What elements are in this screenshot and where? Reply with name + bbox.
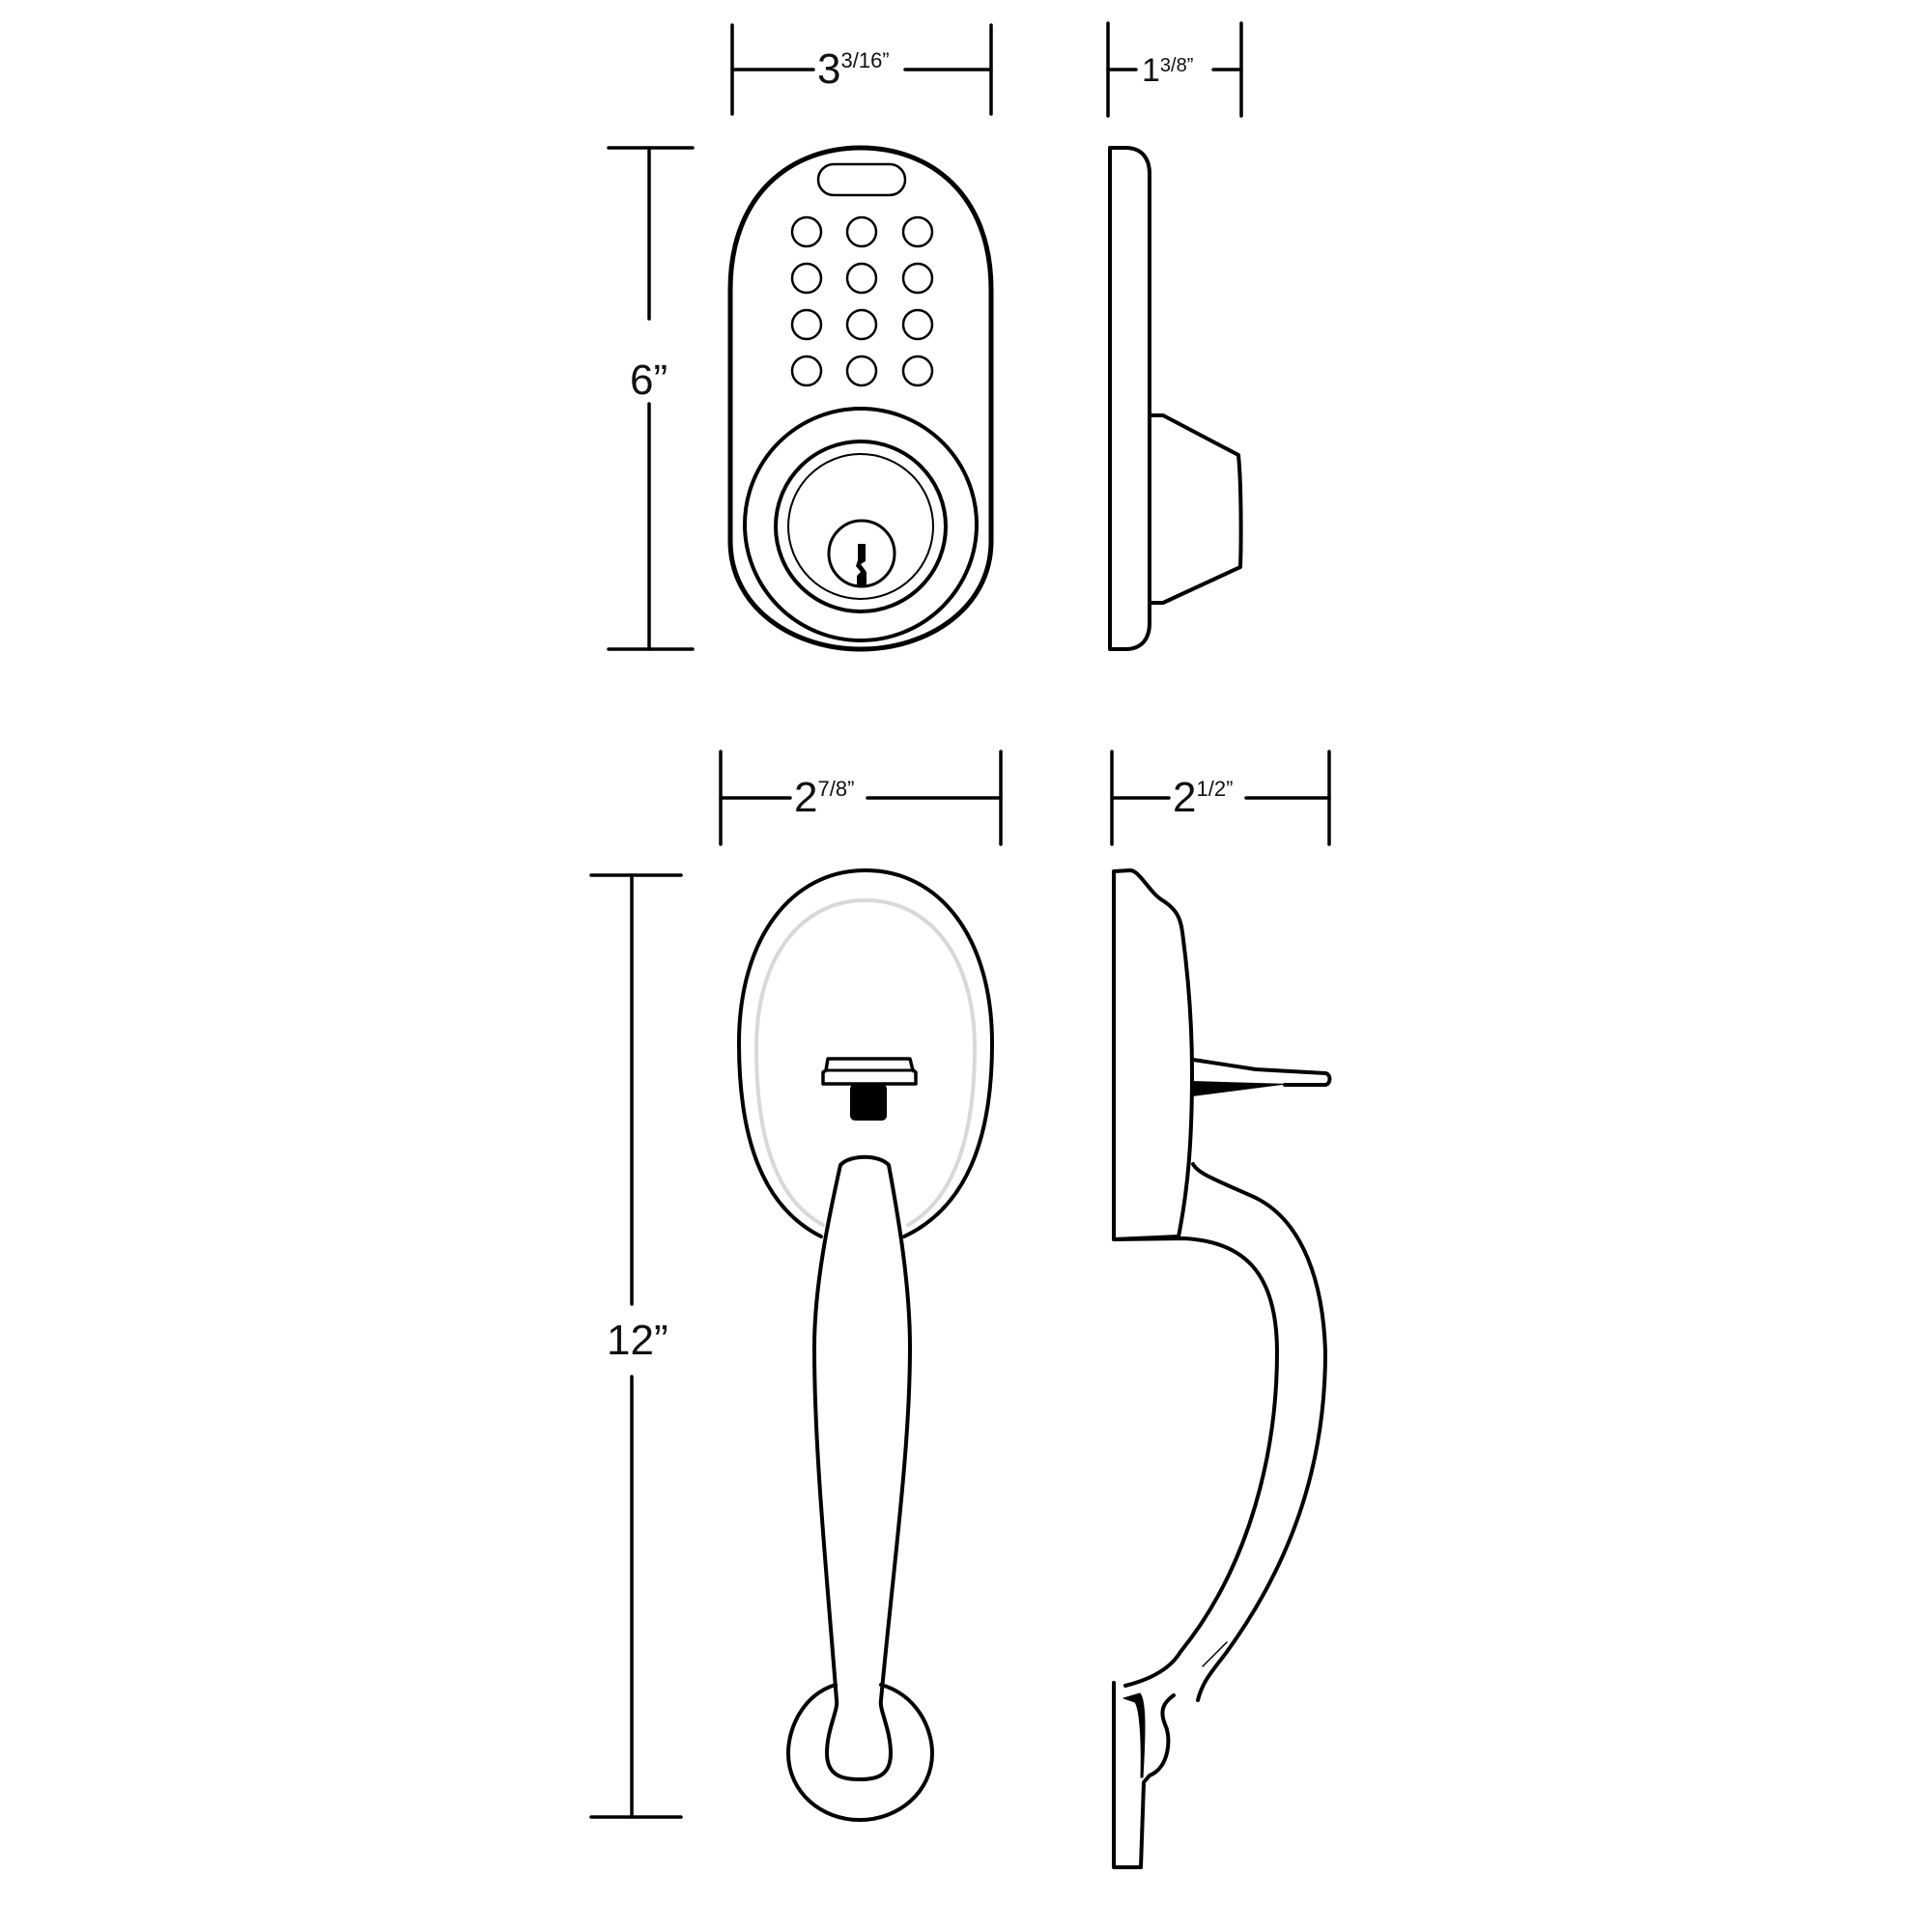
outer-rose <box>743 407 979 642</box>
handleset-depth-label: 21/2” <box>1173 774 1234 821</box>
deadbolt-depth-fraction: 3/8” <box>1159 55 1194 76</box>
deadbolt-side-view <box>1108 146 1243 651</box>
lower-escutcheon <box>786 1683 934 1822</box>
handleset-depth-whole: 2 <box>1173 774 1197 821</box>
deadbolt-depth-label: 13/8” <box>1142 52 1194 89</box>
handleset-depth-fraction: 1/2” <box>1196 777 1234 801</box>
handleset-side-view <box>1112 868 1332 1869</box>
deadbolt-width-fraction: 3/16” <box>840 48 890 72</box>
handle-outer-curve <box>1191 1162 1327 1702</box>
handle-inner-curve <box>1112 1236 1279 1688</box>
handleset-width-dimension <box>719 750 1003 846</box>
deadbolt-depth-whole: 1 <box>1142 52 1160 89</box>
handleset-height-dimension <box>589 873 683 1819</box>
upper-escutcheon <box>737 868 994 1238</box>
cylinder-collar <box>774 440 948 613</box>
deadbolt-height-dimension <box>607 146 695 651</box>
fingerprint-slot <box>816 162 907 197</box>
deadbolt-width-label: 33/16” <box>817 48 890 91</box>
handleset-width-fraction: 7/8” <box>817 777 855 801</box>
deadbolt-depth-dimension <box>1106 21 1243 118</box>
lever-shadow <box>1192 1081 1290 1096</box>
deadbolt-height-text: 6” <box>630 356 668 404</box>
handleset-width-whole: 2 <box>794 774 818 821</box>
handleset-width-label: 27/8” <box>794 774 855 821</box>
thumb-lever <box>1191 1058 1332 1087</box>
keyway <box>856 544 867 586</box>
deadbolt-height-label: 6” <box>630 359 668 402</box>
deadbolt-width-dimension <box>730 23 993 116</box>
deadbolt-front-view <box>727 145 994 652</box>
lower-mount <box>1112 1681 1176 1869</box>
handleset-height-text: 12” <box>607 1317 668 1364</box>
escutcheon-inner-edge <box>754 898 977 1227</box>
keypad-buttons <box>790 215 934 387</box>
cylinder-face <box>787 453 934 600</box>
thumb-turn-stem <box>850 1084 887 1121</box>
deadbolt-width-whole: 3 <box>817 45 841 93</box>
handleset-height-label: 12” <box>607 1320 668 1362</box>
handleset-front-view <box>737 868 994 1822</box>
handle-grip <box>812 1154 912 1781</box>
handleset-depth-dimension <box>1110 750 1331 846</box>
